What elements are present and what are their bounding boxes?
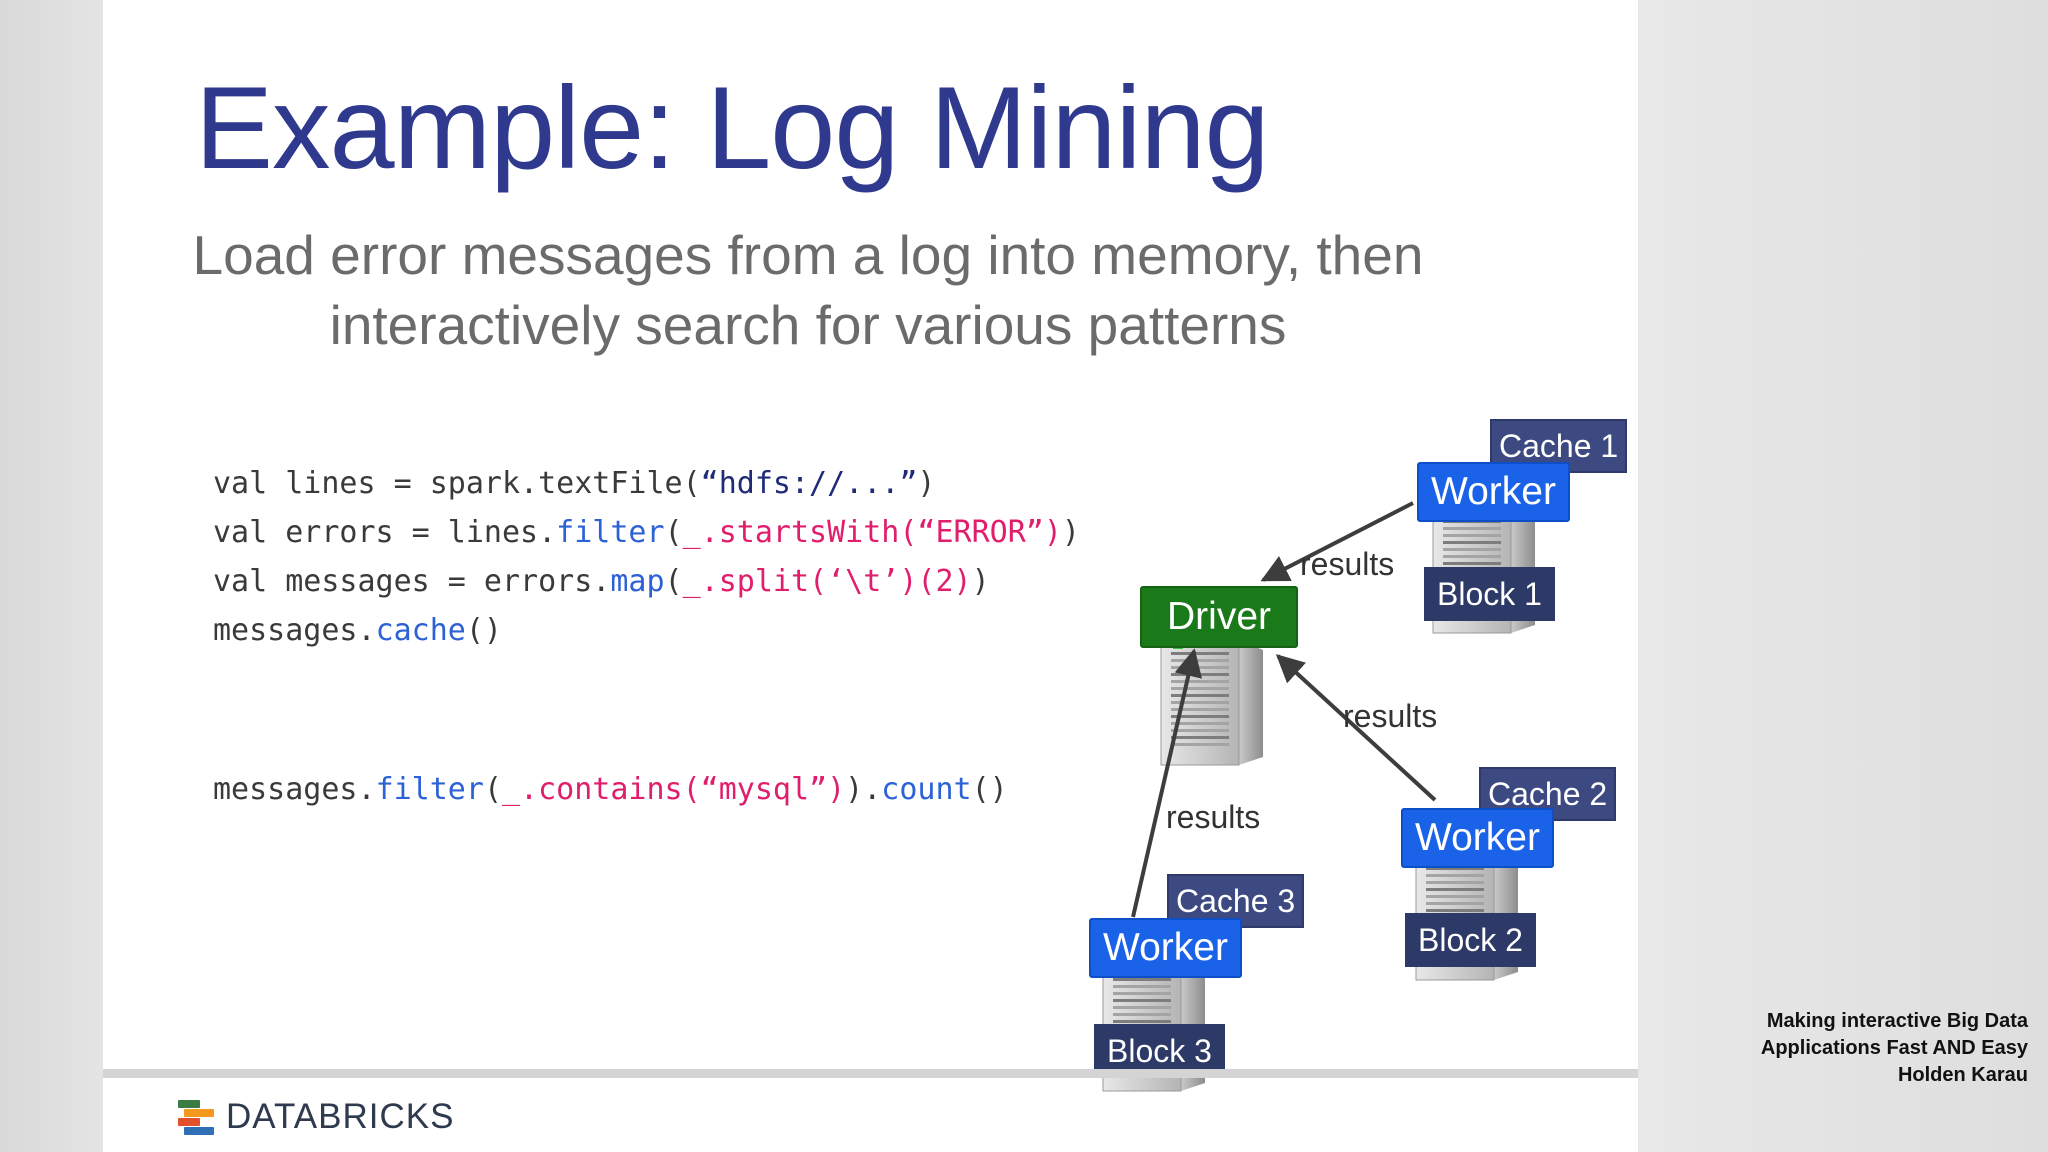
presentation-caption: Making interactive Big Data Applications… [1761,1008,2028,1089]
code-line-4: messages.cache() [213,613,502,648]
slide: Example: Log Mining Load error messages … [103,0,1638,1152]
block-label-1: Block 1 [1424,567,1555,621]
databricks-logo-text: DATABRICKS [226,1097,455,1136]
footer-divider [103,1069,1638,1078]
driver-label: Driver [1140,586,1298,648]
caption-line-2: Applications Fast AND Easy [1760,1037,2028,1059]
worker-label-3: Worker [1089,918,1242,978]
subtitle-line-1: Load error messages from a log into memo… [192,224,1424,286]
cluster-diagram [1102,501,1535,1092]
code-line-2: val errors = lines.filter(_.startsWith(“… [213,515,1080,550]
slide-title: Example: Log Mining [195,62,1270,193]
code-line-1: val lines = spark.textFile(“hdfs://...”) [213,466,936,501]
caption-line-1: Making interactive Big Data [1766,1010,2028,1032]
results-arrow-worker3 [1131,648,1203,918]
caption-line-3: Holden Karau [1897,1064,2028,1086]
code-block-query: messages.filter(_.contains(“mysql”)).cou… [213,765,1008,814]
cache-label-1: Cache 1 [1490,419,1628,473]
results-arrow-worker1 [1260,501,1414,582]
block-label-2: Block 2 [1405,913,1536,967]
results-label-2: results [1343,698,1438,734]
query-code-line-1: messages.filter(_.contains(“mysql”)).cou… [213,772,1008,807]
slide-subtitle: Load error messages from a log into memo… [163,220,1453,360]
results-arrow-worker2 [1275,654,1437,802]
worker-label-1: Worker [1417,462,1570,522]
worker-label-2: Worker [1401,808,1554,868]
driver-server-icon [1160,639,1263,766]
databricks-logo-icon [178,1100,216,1135]
results-label-3: results [1166,799,1261,835]
databricks-logo: DATABRICKS [178,1097,455,1136]
results-label-1: results [1300,546,1395,582]
subtitle-line-2: interactively search for various pattern… [329,294,1287,356]
code-line-3: val messages = errors.map(_.split(‘\t’)(… [213,564,990,599]
code-block-load: val lines = spark.textFile(“hdfs://...”)… [213,459,1080,655]
